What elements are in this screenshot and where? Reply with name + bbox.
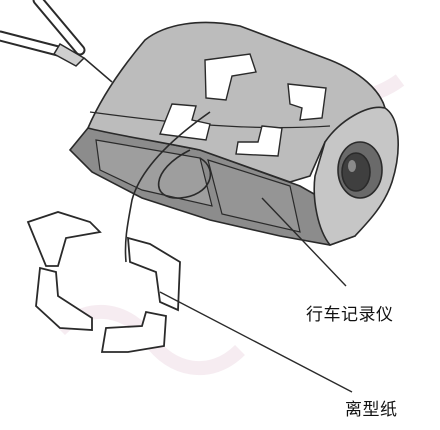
leader-recorder <box>261 197 347 287</box>
dashcam-top-surface <box>86 21 386 183</box>
release-paper-piece-1 <box>26 211 102 267</box>
adhesive-pads <box>159 53 327 157</box>
pad-top-left <box>204 53 257 101</box>
peel-lines <box>124 111 212 263</box>
lens-highlight <box>348 160 356 172</box>
pad-bottom-left <box>159 103 211 141</box>
pad-top-right <box>287 83 327 121</box>
label-release-paper: 离型纸 <box>345 400 398 420</box>
power-cable <box>0 0 113 83</box>
lens-glass <box>341 152 371 192</box>
leader-lines <box>159 197 353 393</box>
release-paper-piece-3 <box>35 266 93 331</box>
release-paper-piece-4 <box>100 310 167 353</box>
release-paper <box>26 211 181 353</box>
label-dashcam: 行车记录仪 <box>306 305 394 325</box>
leader-release-paper <box>159 291 353 393</box>
pad-bottom-right <box>235 125 283 157</box>
release-paper-piece-2 <box>126 236 181 312</box>
